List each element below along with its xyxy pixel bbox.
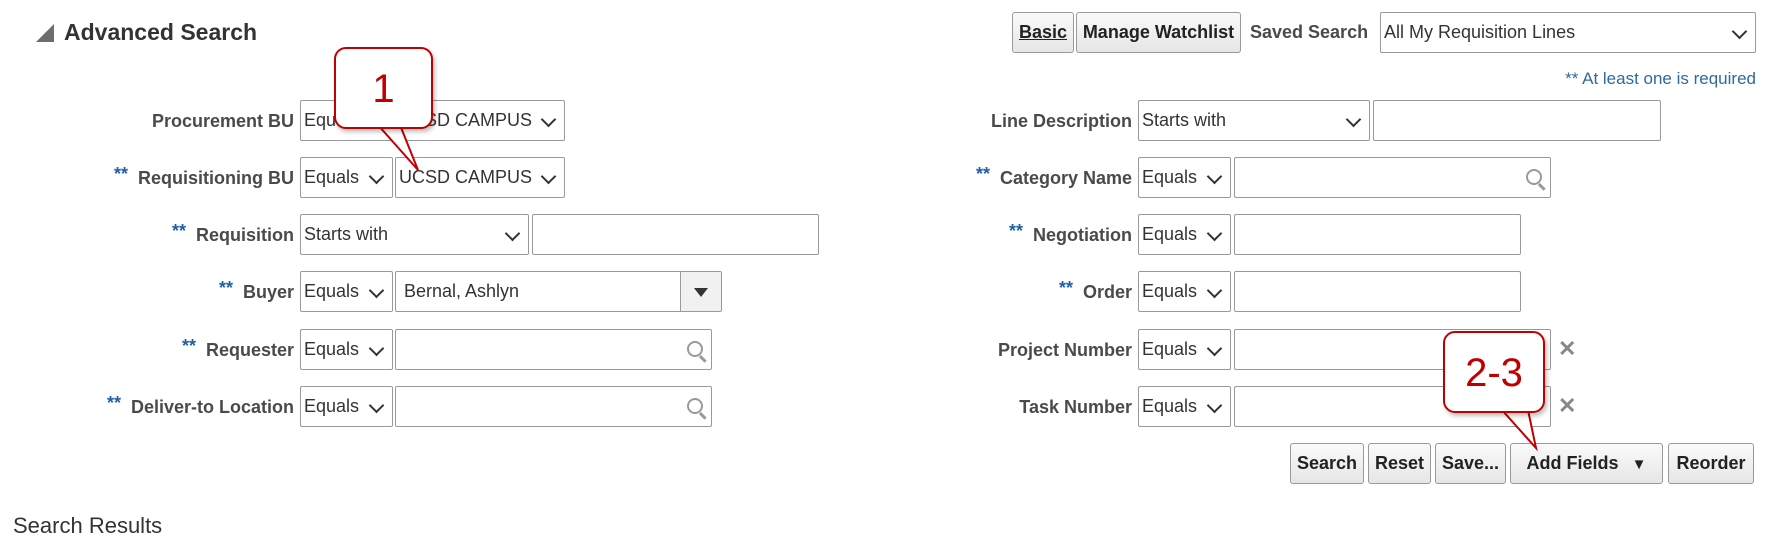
required-marker: **	[975, 164, 990, 184]
category-name-label: **Category Name	[975, 164, 1132, 188]
callout-1: 1	[334, 47, 433, 129]
save-button[interactable]: Save...	[1435, 443, 1506, 484]
required-marker: **	[106, 393, 121, 413]
buyer-operator[interactable]: Equals	[300, 271, 393, 312]
negotiation-operator[interactable]: Equals	[1138, 214, 1231, 255]
category-name-input[interactable]	[1234, 157, 1551, 198]
search-results-heading: Search Results	[13, 513, 163, 538]
reset-button[interactable]: Reset	[1368, 443, 1431, 484]
deliver-to-input[interactable]	[395, 386, 712, 427]
buyer-label: **Buyer	[218, 278, 294, 302]
chevron-down-icon	[1206, 225, 1223, 242]
project-number-label: Project Number	[997, 340, 1132, 360]
line-description-label: Line Description	[990, 111, 1132, 131]
basic-button[interactable]: Basic	[1012, 12, 1074, 53]
required-marker: **	[1008, 221, 1023, 241]
category-name-operator[interactable]: Equals	[1138, 157, 1231, 198]
required-marker: **	[1058, 278, 1073, 298]
remove-field-icon[interactable]: ✕	[1558, 393, 1577, 418]
search-button[interactable]: Search	[1290, 443, 1364, 484]
chevron-down-icon	[1206, 340, 1223, 357]
dropdown-arrow-icon[interactable]	[680, 272, 721, 311]
requester-input[interactable]	[395, 329, 712, 370]
requisitioning-bu-operator[interactable]: Equals	[300, 157, 393, 198]
collapse-triangle-icon[interactable]	[36, 24, 54, 42]
chevron-down-icon	[1206, 168, 1223, 185]
chevron-down-icon	[1731, 23, 1748, 40]
line-description-operator[interactable]: Starts with	[1138, 100, 1370, 141]
chevron-down-icon	[368, 397, 385, 414]
requisition-label: **Requisition	[171, 221, 294, 245]
chevron-down-icon	[368, 282, 385, 299]
procurement-bu-label: Procurement BU	[151, 111, 294, 131]
add-fields-label: Add Fields	[1526, 453, 1619, 473]
search-icon[interactable]	[687, 398, 703, 414]
page-title: Advanced Search	[64, 19, 258, 45]
negotiation-label: **Negotiation	[1008, 221, 1132, 245]
order-label: **Order	[1058, 278, 1132, 302]
task-number-label: Task Number	[1019, 397, 1132, 417]
chevron-down-icon	[368, 340, 385, 357]
basic-label: Basic	[1018, 22, 1068, 42]
order-input[interactable]	[1234, 271, 1521, 312]
chevron-down-icon	[1206, 282, 1223, 299]
saved-search-value: All My Requisition Lines	[1384, 22, 1576, 42]
chevron-down-icon	[1345, 111, 1362, 128]
reorder-button[interactable]: Reorder	[1668, 443, 1754, 484]
deliver-to-operator[interactable]: Equals	[300, 386, 393, 427]
task-number-operator[interactable]: Equals	[1138, 386, 1231, 427]
requisition-operator[interactable]: Starts with	[300, 214, 529, 255]
chevron-down-icon	[540, 111, 557, 128]
order-operator[interactable]: Equals	[1138, 271, 1231, 312]
requisitioning-bu-value[interactable]: UCSD CAMPUS	[395, 157, 565, 198]
requester-label: **Requester	[181, 336, 294, 360]
requester-operator[interactable]: Equals	[300, 329, 393, 370]
required-marker: **	[218, 278, 233, 298]
deliver-to-location-label: **Deliver-to Location	[106, 393, 294, 417]
saved-search-select[interactable]: All My Requisition Lines	[1380, 12, 1756, 53]
search-icon[interactable]	[1526, 169, 1542, 185]
project-number-operator[interactable]: Equals	[1138, 329, 1231, 370]
chevron-down-icon	[504, 225, 521, 242]
callout-2-3: 2-3	[1443, 331, 1545, 413]
required-marker: **	[113, 164, 128, 184]
remove-field-icon[interactable]: ✕	[1558, 336, 1577, 361]
requisition-input[interactable]	[532, 214, 819, 255]
saved-search-label: Saved Search	[1250, 22, 1369, 42]
required-marker: **	[181, 336, 196, 356]
line-description-input[interactable]	[1373, 100, 1661, 141]
negotiation-input[interactable]	[1234, 214, 1521, 255]
required-note: ** At least one is required	[1565, 69, 1756, 88]
dropdown-triangle-icon: ▼	[1631, 456, 1647, 473]
buyer-combobox[interactable]: Bernal, Ashlyn	[395, 271, 722, 312]
search-icon[interactable]	[687, 341, 703, 357]
chevron-down-icon	[1206, 397, 1223, 414]
add-fields-button[interactable]: Add Fields ▼	[1510, 443, 1663, 484]
requisitioning-bu-label: **Requisitioning BU	[113, 164, 294, 188]
chevron-down-icon	[540, 168, 557, 185]
manage-watchlist-button[interactable]: Manage Watchlist	[1076, 12, 1241, 53]
required-marker: **	[171, 221, 186, 241]
